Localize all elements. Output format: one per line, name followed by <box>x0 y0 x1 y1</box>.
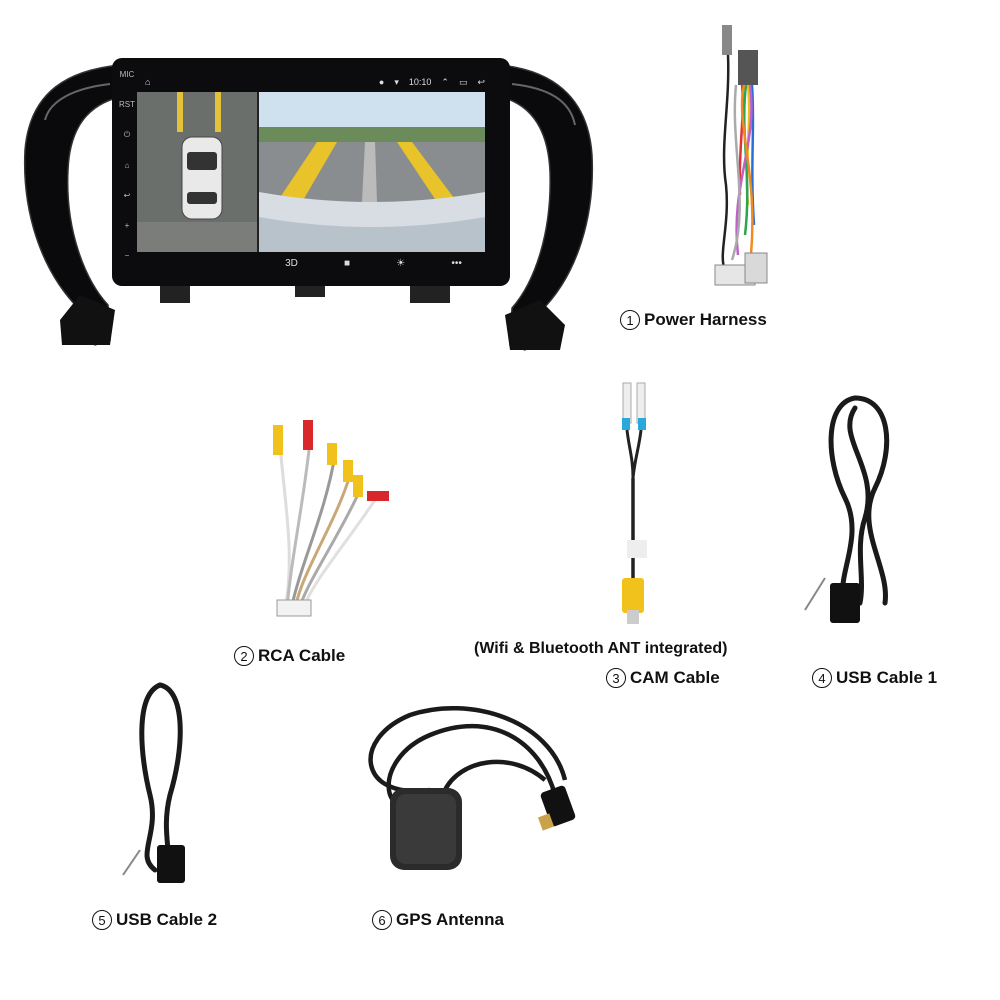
volume-down-icon[interactable]: − <box>124 251 130 260</box>
power-harness-image <box>714 25 768 286</box>
volume-up-icon[interactable]: + <box>124 221 130 230</box>
recent-apps-icon[interactable]: ▭ <box>458 76 468 87</box>
3d-view-icon[interactable]: 3D <box>285 257 298 269</box>
brightness-icon[interactable]: ☀ <box>396 257 406 269</box>
reset-label: RST <box>119 100 135 109</box>
power-icon[interactable]: ⏻ <box>123 130 131 139</box>
camera-views <box>137 92 485 252</box>
item-number-2: 2 <box>234 646 254 666</box>
item-name-2: RCA Cable <box>258 646 346 665</box>
home-nav-icon[interactable]: ⌂ <box>145 77 151 87</box>
item-gps-antenna-label: 6 GPS Antenna <box>372 910 504 930</box>
usb-cable-1-image <box>804 395 890 623</box>
side-buttons: MIC RST ⏻ ⌂ ↩ + − <box>119 70 135 260</box>
gps-antenna-image <box>368 706 576 870</box>
item-number-1: 1 <box>620 310 640 330</box>
item-number-6: 6 <box>372 910 392 930</box>
usb-cable-2-image <box>122 682 185 883</box>
item-number-5: 5 <box>92 910 112 930</box>
item-name-5: USB Cable 2 <box>116 910 218 929</box>
rca-cable-image <box>273 420 389 617</box>
camera-icon[interactable]: ■ <box>344 257 351 269</box>
head-unit: MIC RST ⏻ ⌂ ↩ + − ⌂ ● ▾ 10:10 ⌃ ▭ ↩ <box>0 0 620 360</box>
item-usb-cable-2-label: 5 USB Cable 2 <box>92 910 217 930</box>
item-name-3: CAM Cable <box>630 668 720 687</box>
camera-bottom-bar: 3D ■ ☀ ••• <box>262 252 485 274</box>
cam-cable-note: (Wifi & Bluetooth ANT integrated) <box>474 640 728 657</box>
item-rca-cable-label: 2 RCA Cable <box>234 646 345 666</box>
item-power-harness-label: 1 Power Harness <box>620 310 767 330</box>
more-icon[interactable]: ••• <box>451 257 462 269</box>
status-time: 10:10 <box>408 77 432 87</box>
item-name-4: USB Cable 1 <box>836 668 938 687</box>
home-icon[interactable]: ⌂ <box>124 161 130 170</box>
back-icon[interactable]: ↩ <box>123 191 131 200</box>
item-usb-cable-1-label: 4 USB Cable 1 <box>812 668 937 688</box>
dash-frame <box>23 64 594 351</box>
mic-label: MIC <box>119 70 135 79</box>
item-name-6: GPS Antenna <box>396 910 504 929</box>
status-bar: ⌂ ● ▾ 10:10 ⌃ ▭ ↩ <box>137 73 485 91</box>
camera-display <box>137 92 485 252</box>
wifi-icon: ▾ <box>394 76 399 87</box>
cam-cable-image <box>622 382 647 624</box>
item-number-3: 3 <box>606 668 626 688</box>
back-nav-icon[interactable]: ↩ <box>477 76 485 87</box>
item-cam-cable-label: 3 CAM Cable <box>606 668 720 688</box>
item-number-4: 4 <box>812 668 832 688</box>
item-name-1: Power Harness <box>644 310 767 329</box>
location-icon: ● <box>378 77 385 87</box>
up-chevron-icon[interactable]: ⌃ <box>441 76 449 87</box>
